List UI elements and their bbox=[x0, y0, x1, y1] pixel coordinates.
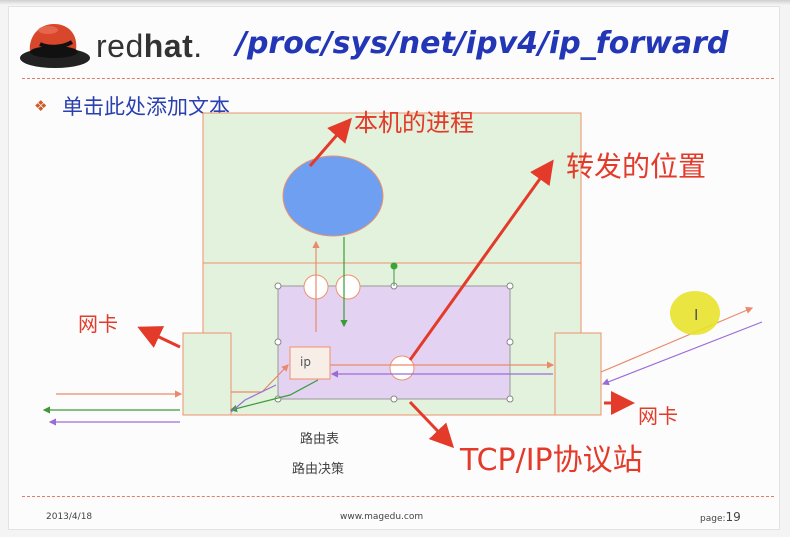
brand-hat: hat bbox=[143, 28, 194, 64]
label-forward-position: 转发的位置 bbox=[566, 150, 707, 183]
text-cursor-icon: I bbox=[694, 306, 699, 324]
header-divider bbox=[22, 78, 774, 79]
arrow-tcpip bbox=[408, 400, 455, 449]
label-tcpip-stack: TCP/IP协议站 bbox=[460, 443, 643, 478]
rotate-handle bbox=[390, 262, 398, 270]
nic-left-box bbox=[182, 332, 232, 416]
routing-box bbox=[277, 285, 511, 400]
footer-url: www.magedu.com bbox=[340, 512, 424, 522]
label-nic-right: 网卡 bbox=[638, 404, 678, 428]
label-ip: ip bbox=[300, 355, 311, 369]
redhat-logo-icon bbox=[20, 24, 90, 68]
text-placeholder[interactable]: 单击此处添加文本 bbox=[62, 95, 230, 119]
arrow-nic-left bbox=[137, 326, 181, 349]
bullet-icon: ❖ bbox=[34, 97, 48, 115]
nic-right-box bbox=[554, 332, 602, 416]
top-bar bbox=[0, 0, 790, 5]
footer-date: 2013/4/18 bbox=[46, 512, 93, 522]
brand-suffix: . bbox=[193, 28, 203, 64]
footer-page: page:19 bbox=[700, 510, 741, 524]
arrow-process bbox=[308, 117, 352, 167]
ip-box bbox=[289, 346, 331, 380]
arrow-forward bbox=[408, 159, 554, 361]
page-title: /proc/sys/net/ipv4/ip_forward bbox=[236, 26, 729, 61]
brand-red: red bbox=[96, 28, 144, 64]
process-ellipse bbox=[282, 155, 384, 237]
socket-circle-2 bbox=[335, 274, 361, 300]
page-number: 19 bbox=[725, 510, 741, 524]
label-local-process: 本机的进程 bbox=[354, 109, 474, 137]
label-routing-decision: 路由决策 bbox=[292, 462, 345, 477]
cursor-highlight-icon bbox=[670, 291, 720, 335]
page-label: page: bbox=[700, 514, 726, 524]
brand-wordmark: redhat. bbox=[96, 28, 203, 65]
label-nic-left: 网卡 bbox=[78, 312, 118, 336]
userspace-box bbox=[202, 112, 582, 264]
footer-divider bbox=[22, 496, 774, 497]
label-routing-table: 路由表 bbox=[300, 432, 340, 447]
